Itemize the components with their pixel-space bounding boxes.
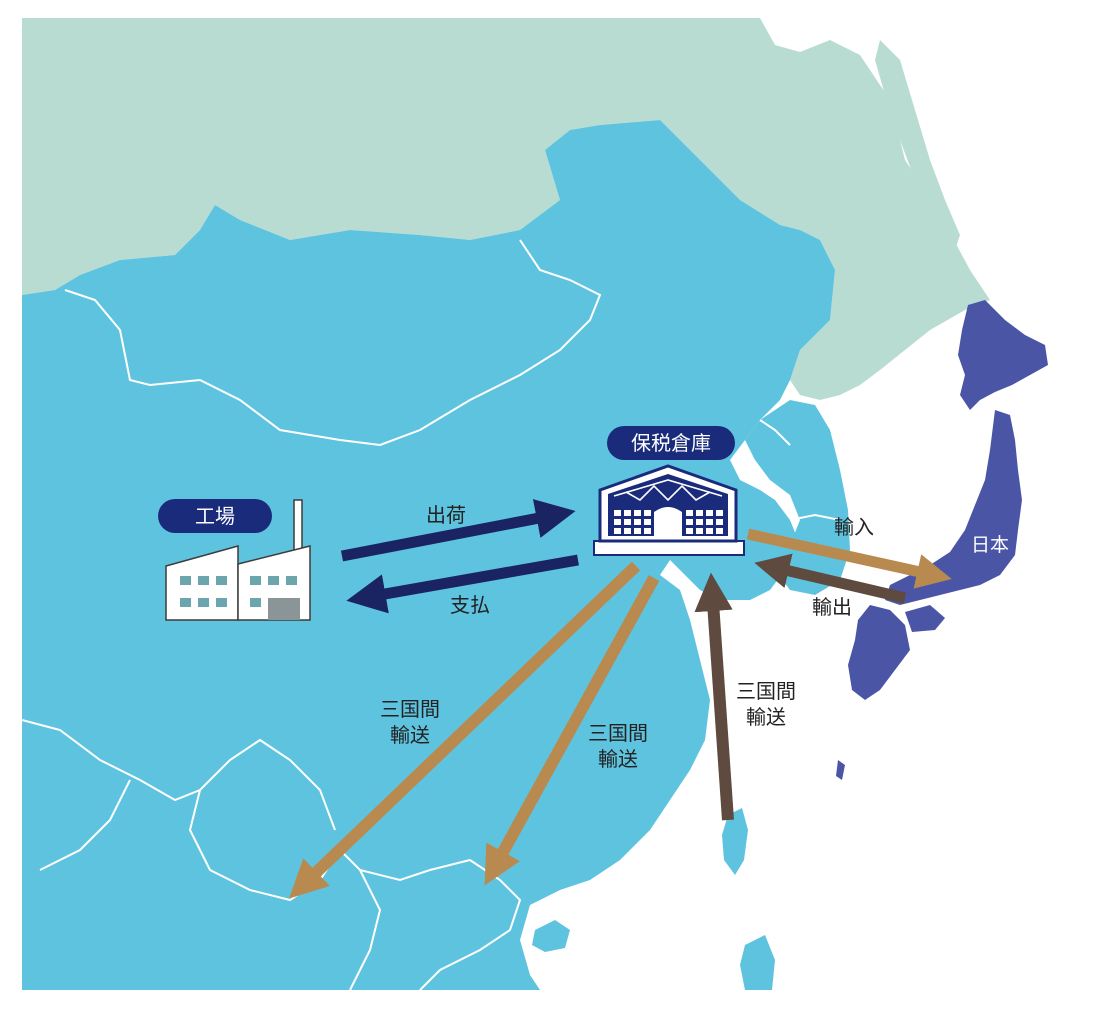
factory-label-pill bbox=[158, 499, 272, 533]
warehouse-label: 保税倉庫 bbox=[631, 431, 711, 455]
russia-land bbox=[22, 18, 990, 400]
china-land bbox=[22, 120, 835, 990]
factory-icon bbox=[165, 499, 311, 621]
factory-label: 工場 bbox=[195, 504, 235, 528]
ship-label: 出荷 bbox=[426, 503, 466, 527]
export-arrow bbox=[754, 553, 907, 604]
warehouse-label-pill bbox=[607, 426, 735, 460]
triangle-arrow-middle bbox=[484, 575, 660, 886]
warehouse-icon bbox=[593, 464, 745, 556]
triangle-label-middle-line1: 三国間 bbox=[588, 721, 648, 745]
sakhalin-land bbox=[875, 40, 960, 250]
import-arrow bbox=[746, 528, 952, 589]
hainan-land bbox=[532, 920, 570, 952]
payment-label: 支払 bbox=[450, 593, 490, 617]
triangle-label-middle-line2: 輸送 bbox=[598, 747, 638, 771]
triangle-label-right-line1: 三国間 bbox=[736, 679, 796, 703]
triangle-label-left-line2: 輸送 bbox=[390, 723, 430, 747]
import-label: 輸入 bbox=[834, 515, 874, 539]
payment-arrow bbox=[346, 554, 579, 614]
triangle-label-left-line1: 三国間 bbox=[380, 697, 440, 721]
japan-land bbox=[836, 300, 1048, 780]
taiwan-land bbox=[722, 808, 748, 875]
philippines-land bbox=[740, 935, 775, 990]
ship-arrow bbox=[340, 499, 576, 562]
triangle-label-right-line2: 輸送 bbox=[746, 705, 786, 729]
triangle-arrow-taiwan bbox=[694, 572, 734, 821]
triangle-arrow-left bbox=[288, 561, 641, 899]
export-label: 輸出 bbox=[812, 595, 852, 619]
japan-label: 日本 bbox=[971, 534, 1009, 556]
